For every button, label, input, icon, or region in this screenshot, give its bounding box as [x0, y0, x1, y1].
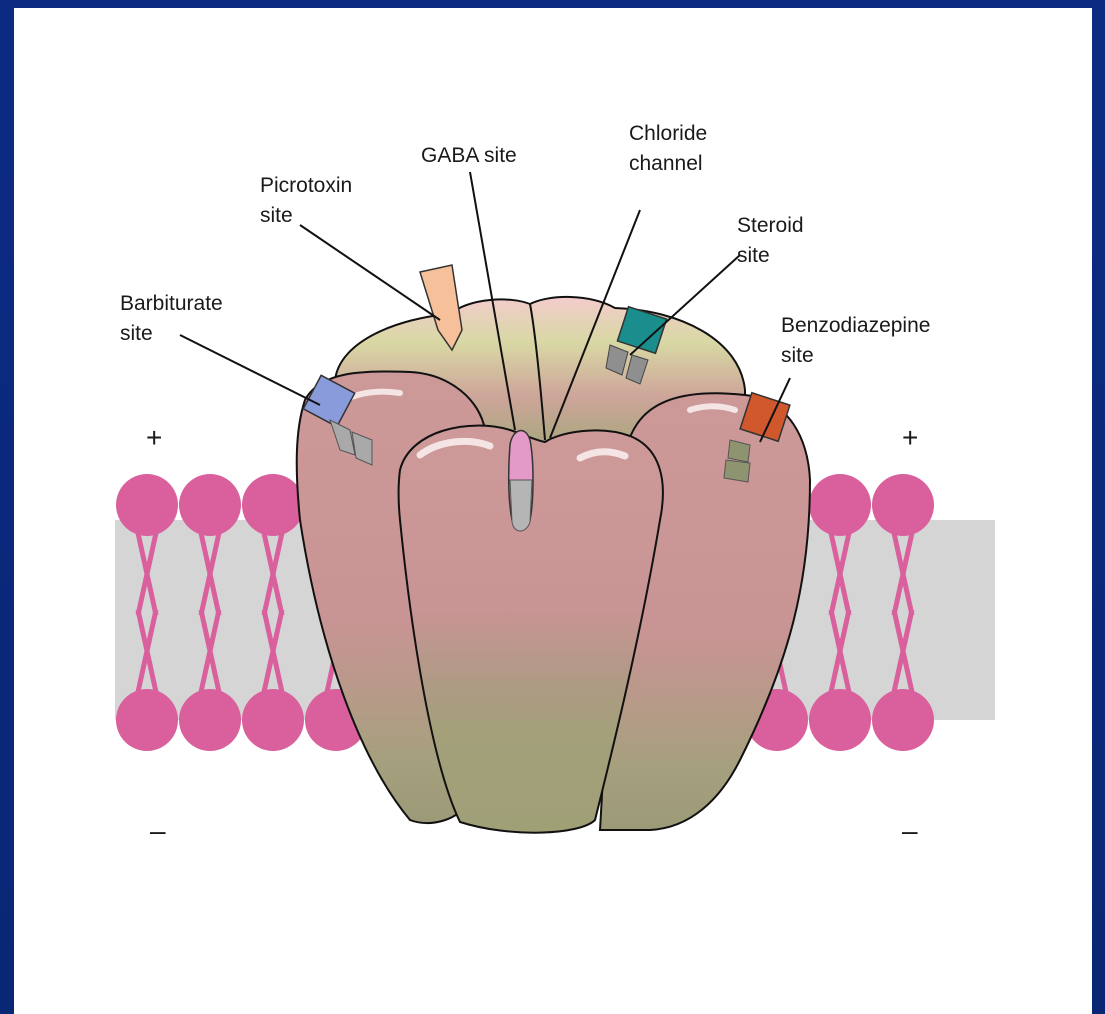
lipid-head — [116, 689, 178, 751]
chloride-channel-label: Chloride channel — [629, 122, 713, 175]
charge-bottom-right: – — [902, 815, 918, 846]
lipid-head — [242, 474, 304, 536]
gaba-site-marker — [509, 431, 533, 531]
charge-top-right: + — [902, 422, 918, 453]
charge-bottom-left: – — [150, 815, 166, 846]
steroid-label: Steroid site — [737, 214, 809, 267]
lipid-head — [809, 474, 871, 536]
charge-top-left: + — [146, 422, 162, 453]
lipid-head — [179, 689, 241, 751]
gaba-receptor — [297, 297, 810, 833]
picrotoxin-label: Picrotoxin site — [260, 174, 358, 227]
benzodiazepine-label: Benzodiazepine site — [781, 314, 936, 367]
lipid-head — [872, 689, 934, 751]
lipid-head — [179, 474, 241, 536]
lipid-head — [809, 689, 871, 751]
lipid-head — [242, 689, 304, 751]
lipid-head — [116, 474, 178, 536]
barbiturate-label: Barbiturate site — [120, 292, 229, 345]
gaba-label: GABA site — [421, 144, 517, 167]
lipid-head — [872, 474, 934, 536]
